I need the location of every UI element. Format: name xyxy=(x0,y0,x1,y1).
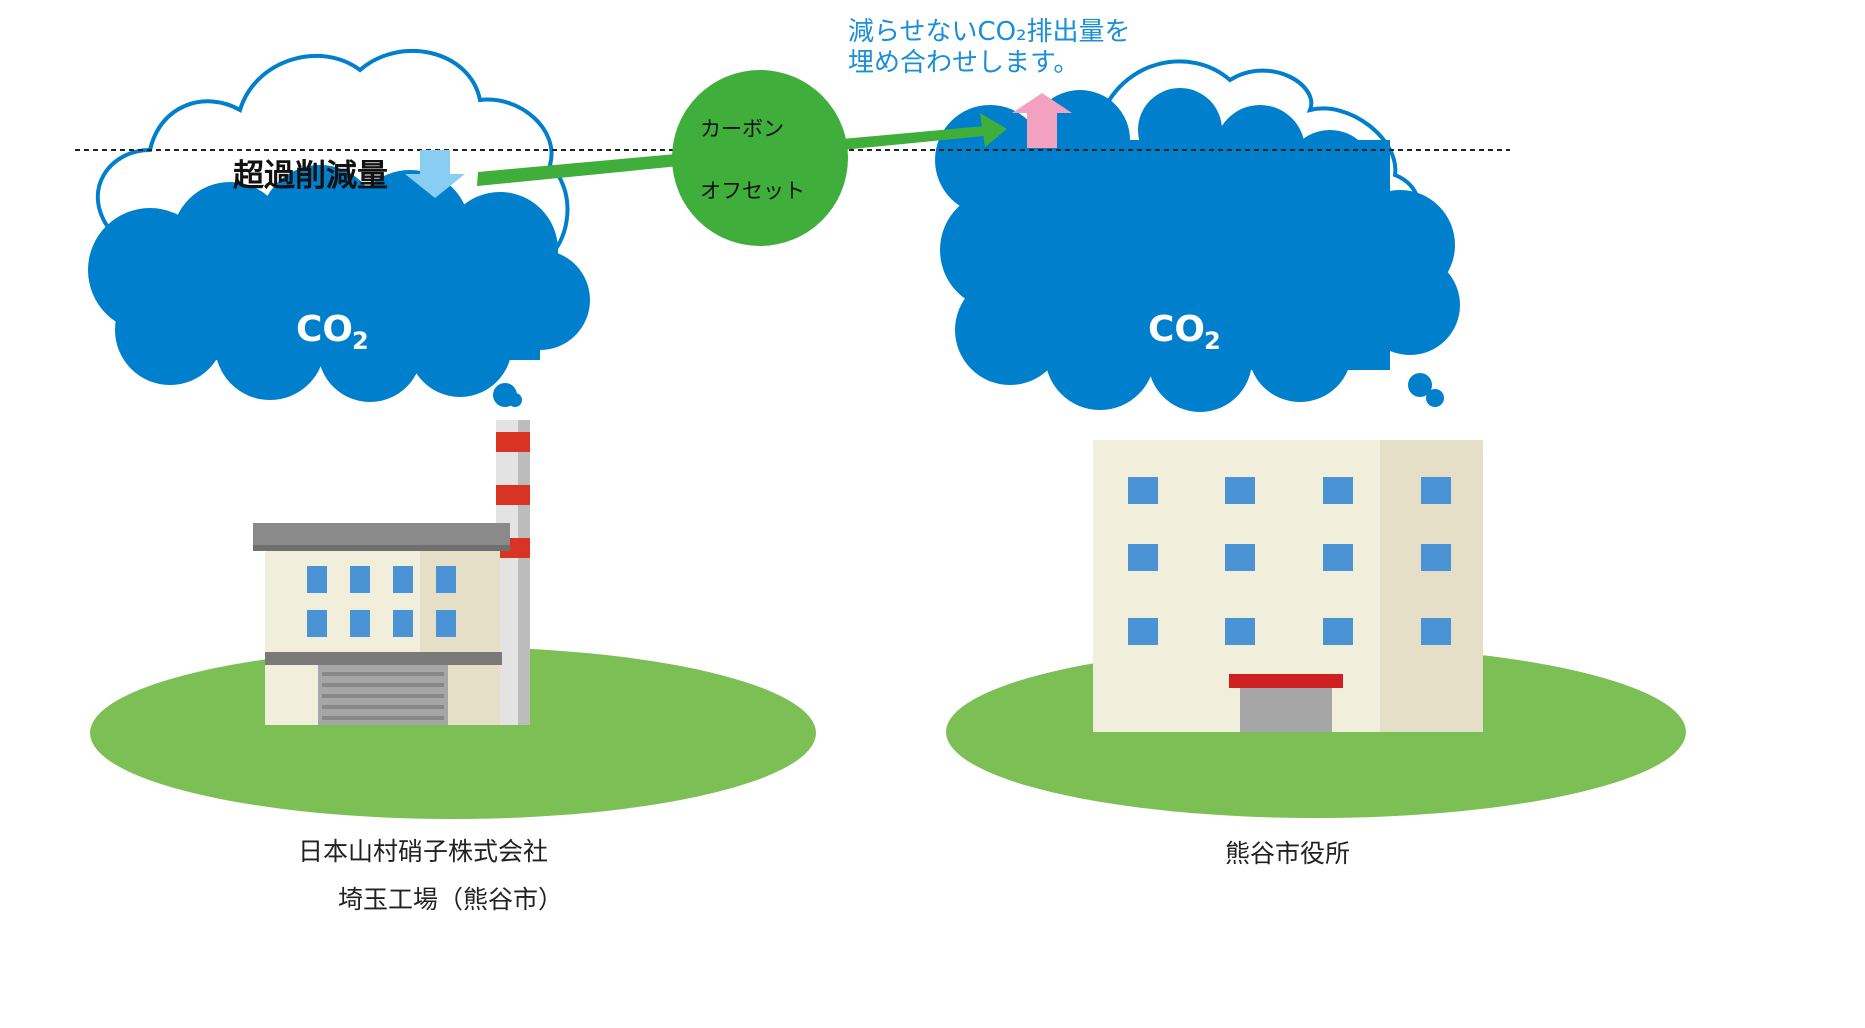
offset-line1: カーボン xyxy=(700,117,784,141)
city-hall-windows xyxy=(1128,477,1451,645)
right-co2-label: CO 2 xyxy=(1148,309,1221,355)
svg-text:埼玉工場（熊谷市）: 埼玉工場（熊谷市） xyxy=(338,885,563,914)
city-hall-building xyxy=(1093,440,1483,732)
carbon-offset-circle: カーボン オフセット xyxy=(672,70,848,246)
factory-chimney xyxy=(496,420,530,725)
svg-text:埋め合わせします。: 埋め合わせします。 xyxy=(848,48,1079,78)
svg-text:CO: CO xyxy=(1148,309,1205,350)
svg-text:2: 2 xyxy=(1204,327,1221,355)
city-hall-entrance xyxy=(1229,674,1343,732)
svg-text:日本山村硝子株式会社: 日本山村硝子株式会社 xyxy=(298,837,548,866)
left-cloud-body xyxy=(88,165,590,407)
up-arrow-icon xyxy=(1012,93,1072,148)
excess-reduction-label: 超過削減量 xyxy=(233,158,388,194)
factory-windows xyxy=(307,566,456,637)
factory-caption: 日本山村硝子株式会社 埼玉工場（熊谷市） xyxy=(298,837,563,914)
city-hall-caption: 熊谷市役所 xyxy=(1225,839,1350,868)
offset-note: 減らせないCO₂排出量を 埋め合わせします。 xyxy=(848,17,1131,78)
down-arrow-icon xyxy=(405,150,465,198)
factory-building xyxy=(253,420,530,725)
right-cloud-body xyxy=(935,88,1460,412)
svg-text:減らせないCO₂排出量を: 減らせないCO₂排出量を xyxy=(848,17,1131,47)
offset-line2: オフセット xyxy=(700,179,805,203)
factory-shutter xyxy=(318,665,448,725)
right-cloud-outline xyxy=(1098,59,1421,227)
svg-text:2: 2 xyxy=(352,327,369,355)
svg-text:CO: CO xyxy=(296,309,353,350)
left-co2-label: CO 2 xyxy=(296,309,369,355)
